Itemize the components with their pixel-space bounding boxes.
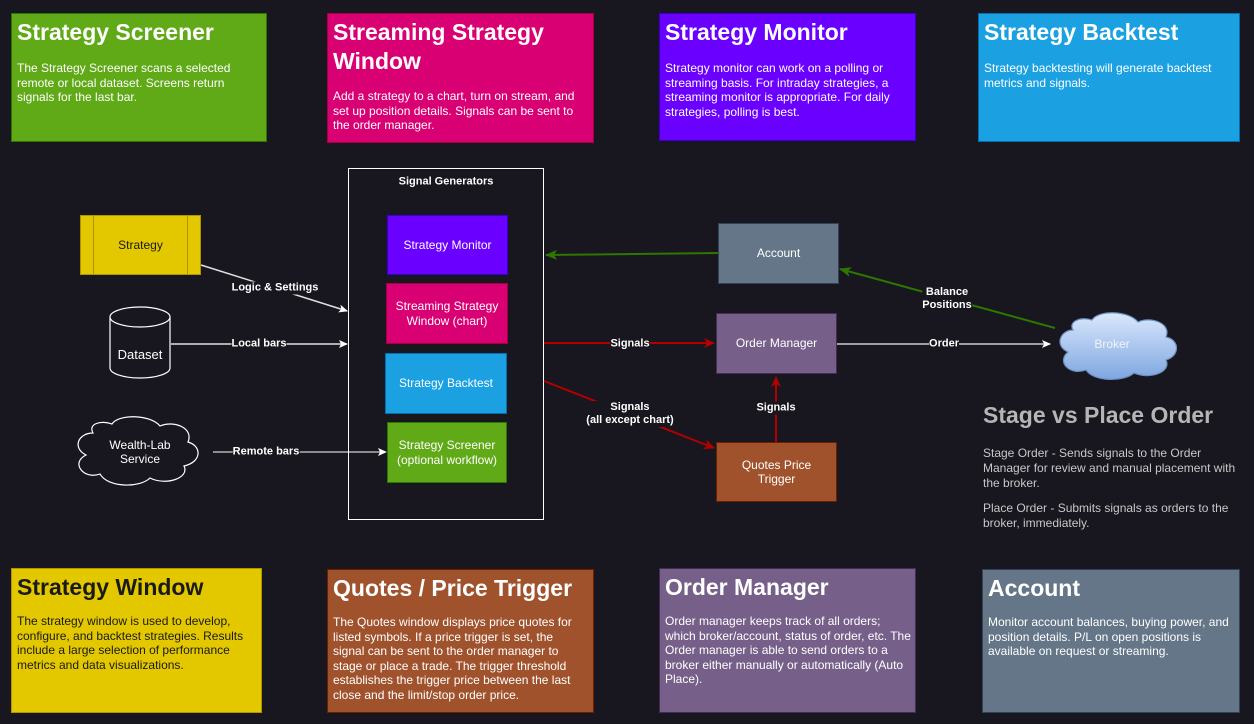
card-description: Monitor account balances, buying power, … [988, 615, 1229, 658]
node-strategy-screener[interactable]: Strategy Screener (optional workflow) [387, 422, 507, 483]
edge-label-signals-om: Signals [610, 337, 650, 351]
card-order-manager: Order Manager Order manager keeps track … [659, 568, 916, 713]
node-label: Account [756, 246, 801, 261]
edge-label-quotes-signals: Signals [756, 401, 796, 415]
node-label: Wealth-Lab Service [109, 437, 171, 467]
node-broker[interactable]: Broker [1080, 330, 1144, 358]
node-label: Strategy [118, 237, 163, 252]
card-title: Strategy Screener [17, 19, 214, 45]
node-label: Streaming Strategy Window (chart) [395, 299, 499, 328]
card-description: The Quotes window displays price quotes … [333, 615, 572, 702]
edge-label-line: Signals [610, 401, 650, 413]
node-order-manager[interactable]: Order Manager [716, 313, 837, 374]
card-title: Strategy Window [17, 574, 204, 600]
card-title: Streaming Strategy Window [333, 19, 544, 74]
broker-cloud-icon [1059, 312, 1178, 380]
edge-label-line: Positions [922, 299, 972, 312]
stage-vs-place-section: Stage vs Place Order Stage Order - Sends… [983, 402, 1245, 531]
node-label: Dataset [117, 346, 163, 362]
node-dataset[interactable]: Dataset [110, 340, 170, 370]
node-label: Broker [1094, 336, 1130, 351]
wealthlab-cloud-icon [77, 416, 199, 486]
node-account[interactable]: Account [718, 223, 839, 284]
edge-label-balance-positions: Balance Positions [922, 286, 972, 312]
edge-label-local-bars: Local bars [231, 337, 287, 351]
card-description: Strategy backtesting will generate backt… [984, 61, 1212, 90]
node-quotes-price-trigger[interactable]: Quotes Price Trigger [716, 442, 837, 502]
card-description: Order manager keeps track of all orders;… [665, 614, 911, 686]
card-title: Account [988, 575, 1080, 601]
card-title: Order Manager [665, 574, 829, 600]
signal-generators-group [348, 168, 544, 520]
node-label: Order Manager [735, 336, 818, 351]
edge-label-line: (all except chart) [586, 414, 674, 426]
node-strategy[interactable]: Strategy [80, 215, 201, 275]
signal-generators-title: Signal Generators [398, 175, 494, 188]
node-strategy-backtest[interactable]: Strategy Backtest [385, 353, 507, 414]
card-account: Account Monitor account balances, buying… [982, 569, 1240, 713]
stage-vs-place-title: Stage vs Place Order [983, 402, 1214, 428]
node-streaming-strategy-window[interactable]: Streaming Strategy Window (chart) [386, 283, 508, 344]
card-strategy-screener: Strategy Screener The Strategy Screener … [11, 13, 267, 142]
edge-label-order: Order [929, 337, 959, 351]
card-strategy-monitor: Strategy Monitor Strategy monitor can wo… [659, 13, 916, 141]
node-label: Strategy Screener (optional workflow) [396, 438, 498, 467]
node-label: Strategy Monitor [403, 237, 492, 252]
edge-account-to-generators [545, 249, 719, 260]
place-order-text: Place Order - Submits signals as orders … [983, 501, 1229, 530]
card-title: Strategy Backtest [984, 19, 1179, 45]
card-title: Quotes / Price Trigger [333, 575, 573, 601]
edge-label-remote-bars: Remote bars [232, 445, 300, 459]
card-streaming-strategy-window: Streaming Strategy Window Add a strategy… [327, 13, 594, 143]
dataset-cylinder-icon [109, 306, 171, 379]
edge-label-line: Balance [922, 286, 972, 299]
card-description: Strategy monitor can work on a polling o… [665, 61, 890, 119]
card-description: Add a strategy to a chart, turn on strea… [333, 89, 575, 132]
card-description: The Strategy Screener scans a selected r… [17, 61, 231, 104]
node-strategy-monitor[interactable]: Strategy Monitor [387, 215, 508, 275]
card-quotes-price-trigger: Quotes / Price Trigger The Quotes window… [327, 569, 594, 713]
card-strategy-window: Strategy Window The strategy window is u… [11, 568, 262, 713]
node-label: Quotes Price Trigger [741, 457, 812, 487]
stage-order-text: Stage Order - Sends signals to the Order… [983, 446, 1236, 490]
node-label: Strategy Backtest [398, 376, 494, 391]
node-wealthlab-service[interactable]: Wealth-Lab Service [95, 432, 185, 472]
card-strategy-backtest: Strategy Backtest Strategy backtesting w… [978, 13, 1240, 142]
edge-label-signals-quotes: Signals (all except chart) [586, 401, 674, 427]
card-description: The strategy window is used to develop, … [17, 614, 244, 672]
edge-label-logic-settings: Logic & Settings [231, 281, 319, 295]
card-title: Strategy Monitor [665, 19, 848, 45]
